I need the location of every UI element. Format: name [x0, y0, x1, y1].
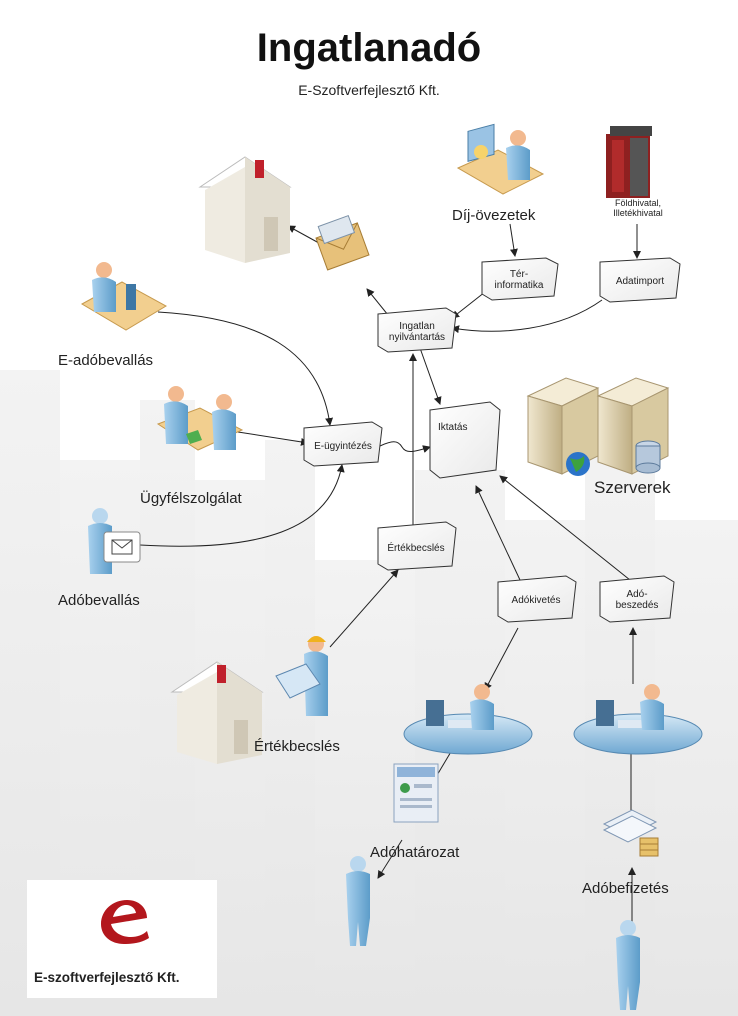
adohatarozat-label: Adóhatározat: [370, 844, 460, 861]
adobeszedes-label: Adó- beszedés: [615, 589, 659, 611]
arrow-eugyintezes-to-iktatas: [377, 441, 431, 453]
payer-person-icon: [616, 920, 640, 1010]
iktatas-label: Iktatás: [438, 421, 468, 433]
adobeszedes-desk-icon: [573, 684, 703, 755]
house-icon-bottom: [170, 661, 264, 764]
ertekbecsles-doc-label: Értékbecslés: [387, 542, 445, 554]
eadobevallas-person-icon: [80, 262, 168, 331]
logo-text: E-szoftverfejlesztő Kft.: [34, 970, 180, 985]
adatimport-doc-shape: [599, 257, 681, 303]
adobevallas-person-icon: [88, 508, 141, 574]
arrow-adohatarozat-to-person: [377, 839, 403, 879]
arrow-ugyfelszolgalat-to-eugyintezes: [237, 431, 309, 446]
adokivetes-desk-icon: [403, 684, 533, 755]
dijovezetek-person-icon: [456, 123, 545, 195]
arrow-nyilvantartas-to-envelope: [366, 288, 389, 316]
iktatas-doc-shape: [429, 401, 501, 479]
terinformatika-doc-shape: [481, 257, 559, 301]
foldhivatal-server-icon: [606, 126, 652, 198]
szerverek-servers-icon: [526, 377, 670, 476]
arrow-adokivetes-to-iktatas: [475, 485, 521, 581]
adokivetes-doc-shape: [497, 575, 577, 623]
arrow-adokivetes-to-desk: [484, 627, 519, 691]
arrow-nyilvantartas-to-iktatas: [419, 347, 442, 405]
adobevallas-label: Adóbevallás: [58, 592, 140, 609]
ertekbecsles-doc-shape: [377, 521, 457, 571]
eugyintezes-doc-shape: [303, 421, 383, 467]
adatimport-label: Adatimport: [615, 275, 665, 287]
appraiser-person-icon: [275, 636, 328, 716]
arrow-dijovezetek-to-terinfo: [509, 223, 518, 257]
nyilvantartas-label: Ingatlan nyilvántartás: [388, 321, 446, 343]
eugyintezes-label: E-ügyintézés: [314, 440, 372, 452]
adobefizetes-payment-icon: [602, 809, 659, 857]
page-title: Ingatlanadó: [256, 26, 482, 70]
adokivetes-label: Adókivetés: [511, 594, 561, 606]
eadobevallas-label: E-adóbevallás: [58, 352, 154, 369]
arrow-adatimport-to-nyilvantartas: [451, 299, 603, 334]
arrow-adobeszedes-to-iktatas: [499, 475, 631, 581]
adobeszedes-doc-shape: [599, 575, 675, 623]
logo-e-mark-icon: [101, 900, 149, 944]
arrow-adobevallas-to-eugyintezes: [139, 464, 345, 547]
terinformatika-label: Tér- informatika: [494, 269, 544, 291]
page-subtitle: E-Szoftverfejlesztő Kft.: [298, 82, 440, 98]
arrow-eadobevallas-to-eugyintezes: [157, 311, 334, 426]
house-icon-top: [198, 156, 292, 263]
envelope-icon: [315, 214, 370, 271]
arrow-appraiser-to-ertekbecsles: [329, 569, 399, 648]
ertekbecsles-label: Értékbecslés: [254, 738, 340, 755]
dijovezetek-label: Díj-övezetek: [452, 207, 536, 224]
foldhivatal-label: Földhivatal, Illetékhivatal: [613, 198, 663, 218]
szerverek-label: Szerverek: [594, 478, 671, 497]
adohatarozat-document-icon: [393, 763, 439, 823]
connectors: [139, 223, 641, 925]
company-logo: [27, 880, 217, 998]
adobefizetes-label: Adóbefizetés: [582, 880, 669, 897]
ugyfelszolgalat-label: Ügyfélszolgálat: [140, 490, 242, 507]
ugyfelszolgalat-persons-icon: [156, 386, 244, 451]
document-shapes: [303, 257, 681, 623]
nyilvantartas-doc-shape: [377, 307, 457, 353]
taxpayer-person-icon: [346, 856, 370, 946]
arrow-terinfo-to-nyilvantartas: [451, 291, 486, 319]
